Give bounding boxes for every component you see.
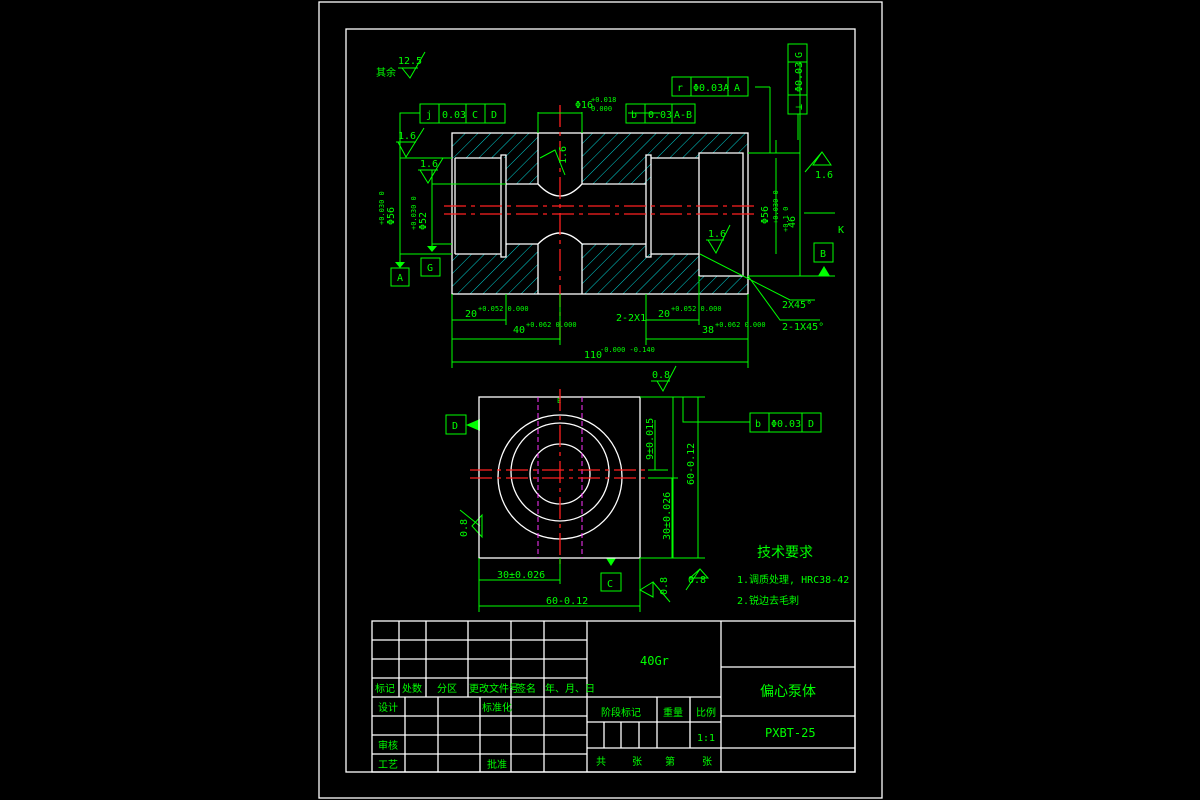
frame-symbol: ⊥ — [794, 104, 805, 110]
dim-l38: 38 — [702, 325, 714, 336]
drawing-number: PXBT-25 — [765, 726, 816, 740]
label-weight: 重量 — [663, 706, 683, 719]
end-view: 9±0.015 30±0.026 60-0.12 30±0.026 60-0.1… — [470, 389, 705, 612]
dim-l40: 40 — [513, 325, 525, 336]
frame-datum: D — [808, 419, 814, 430]
label-stage: 阶段标记 — [601, 706, 641, 719]
frame-value: Φ0.03 — [771, 419, 801, 430]
frame-value: Φ0.03A — [693, 83, 729, 94]
dim-9: 9±0.015 — [645, 418, 656, 460]
datum-d: D — [452, 421, 458, 432]
dim-tol: -0.000 -0.140 — [600, 346, 655, 354]
label-process: 工艺 — [378, 759, 398, 771]
roughness-value: 1.6 — [708, 229, 726, 240]
roughness-value: 1.6 — [398, 131, 416, 142]
tolerance-frames: j 0.03 C D b 0.03 A-B r Φ0.03A A ⊥ Φ0.03… — [399, 43, 822, 433]
tech-item-1: 1.调质处理, HRC38-42 — [737, 574, 849, 586]
sheets-total-label: 共 — [596, 756, 606, 768]
frame-value: 0.03 — [442, 110, 466, 121]
header-signature: 签名 — [516, 682, 536, 695]
dim-l110: 110 — [584, 350, 602, 361]
sheet-number-label: 第 — [665, 755, 675, 768]
scale-value: 1:1 — [697, 733, 715, 744]
frame-datum: A-B — [674, 110, 692, 121]
roughness-value: 0.8 — [659, 577, 670, 595]
header-mark: 标记 — [375, 683, 395, 695]
frame-symbol: r — [677, 83, 683, 94]
roughness-value: 1.6 — [420, 159, 438, 170]
frame-datum: C — [472, 110, 478, 121]
dim-groove: 2-2X1 — [616, 313, 646, 324]
dim-30-vertical: 30±0.026 — [662, 492, 673, 540]
roughness-value: 0.8 — [652, 370, 670, 381]
sheets-unit: 张 — [632, 756, 642, 768]
label-scale: 比例 — [696, 706, 716, 719]
frame-symbol: b — [631, 110, 637, 121]
dim-tol: 0.000 — [591, 105, 612, 113]
dim-tol: +0.052 0.000 — [478, 305, 529, 313]
roughness-other-label: 其余 — [376, 66, 396, 79]
dim-d52: Φ52 — [418, 212, 429, 230]
frame-value: 0.03 — [648, 110, 672, 121]
header-count: 处数 — [402, 682, 422, 695]
label-design: 设计 — [378, 701, 398, 714]
dim-hole16: Φ16 — [575, 100, 593, 111]
technical-requirements: 技术要求 1.调质处理, HRC38-42 2.锐边去毛刺 — [737, 545, 849, 607]
header-change-doc: 更改文件号 — [469, 682, 519, 695]
frame-datum: G — [794, 52, 805, 58]
dim-l20a: 20 — [465, 309, 477, 320]
frame-datum: A — [734, 83, 740, 94]
material: 40Gr — [640, 654, 669, 668]
datum-g: G — [427, 263, 433, 274]
sheets-unit: 张 — [702, 756, 712, 768]
dim-tol: +0.030 0 — [410, 196, 418, 230]
label-review: 审核 — [378, 739, 398, 752]
dim-tol: +0.018 — [591, 96, 616, 104]
roughness-value: 1.6 — [815, 170, 833, 181]
datum-a: A — [397, 273, 403, 284]
datum-labels: A G B K D C E — [390, 225, 844, 592]
label-approve: 批准 — [487, 758, 507, 771]
frame-value: Φ0.03 — [794, 62, 805, 92]
part-name: 偏心泵体 — [760, 684, 816, 700]
frame-symbol: b — [755, 419, 761, 430]
header-zone: 分区 — [437, 683, 457, 695]
section-dimensions: Φ16 +0.018 0.000 Φ56 +0.030 0 Φ52 +0.030… — [378, 62, 835, 368]
roughness-value: 1.6 — [558, 146, 569, 164]
dim-tol: +0.030 0 — [378, 191, 386, 225]
frame-datum: D — [491, 110, 497, 121]
frame-symbol: j — [426, 110, 432, 121]
dim-tol: +0.062 0.000 — [715, 321, 766, 329]
section-mark: E — [557, 397, 561, 405]
dim-60-vertical: 60-0.12 — [686, 443, 697, 485]
header-date: 年、月、日 — [545, 682, 595, 695]
tech-title: 技术要求 — [757, 545, 813, 561]
dim-l20b: 20 — [658, 309, 670, 320]
dim-d56-right: Φ56 — [760, 206, 771, 224]
dim-d56-left: Φ56 — [386, 207, 397, 225]
dim-tol: +0.052 0.000 — [671, 305, 722, 313]
roughness-other-value: 12.5 — [398, 56, 422, 67]
datum-b: B — [820, 249, 826, 260]
tech-item-2: 2.锐边去毛刺 — [737, 594, 799, 607]
dim-60-horizontal: 60-0.12 — [546, 596, 588, 607]
dim-tol: +0.1 0 — [782, 207, 790, 232]
dim-chamfer2: 2-1X45° — [782, 322, 824, 333]
section-mark-k: K — [838, 225, 844, 236]
roughness-value: 0.8 — [459, 519, 470, 537]
title-block: 标记 处数 分区 更改文件号 签名 年、月、日 设计 标准化 审核 工艺 批准 … — [371, 620, 856, 773]
datum-c: C — [607, 579, 613, 590]
label-standard: 标准化 — [482, 701, 512, 714]
dim-d46: 46 — [787, 216, 798, 228]
roughness-value: 0.8 — [688, 575, 706, 586]
outer-border — [318, 1, 883, 799]
roughness-symbols: 其余 12.5 1.6 1.6 1.6 1.6 1.6 0.8 0.8 0.8 … — [376, 51, 833, 603]
dim-chamfer1: 2X45° — [782, 300, 812, 311]
section-view — [444, 105, 756, 340]
dim-30-horizontal: 30±0.026 — [497, 570, 545, 581]
dim-tol: +0.062 0.000 — [526, 321, 577, 329]
dim-tol: +0.030 0 — [772, 190, 780, 224]
